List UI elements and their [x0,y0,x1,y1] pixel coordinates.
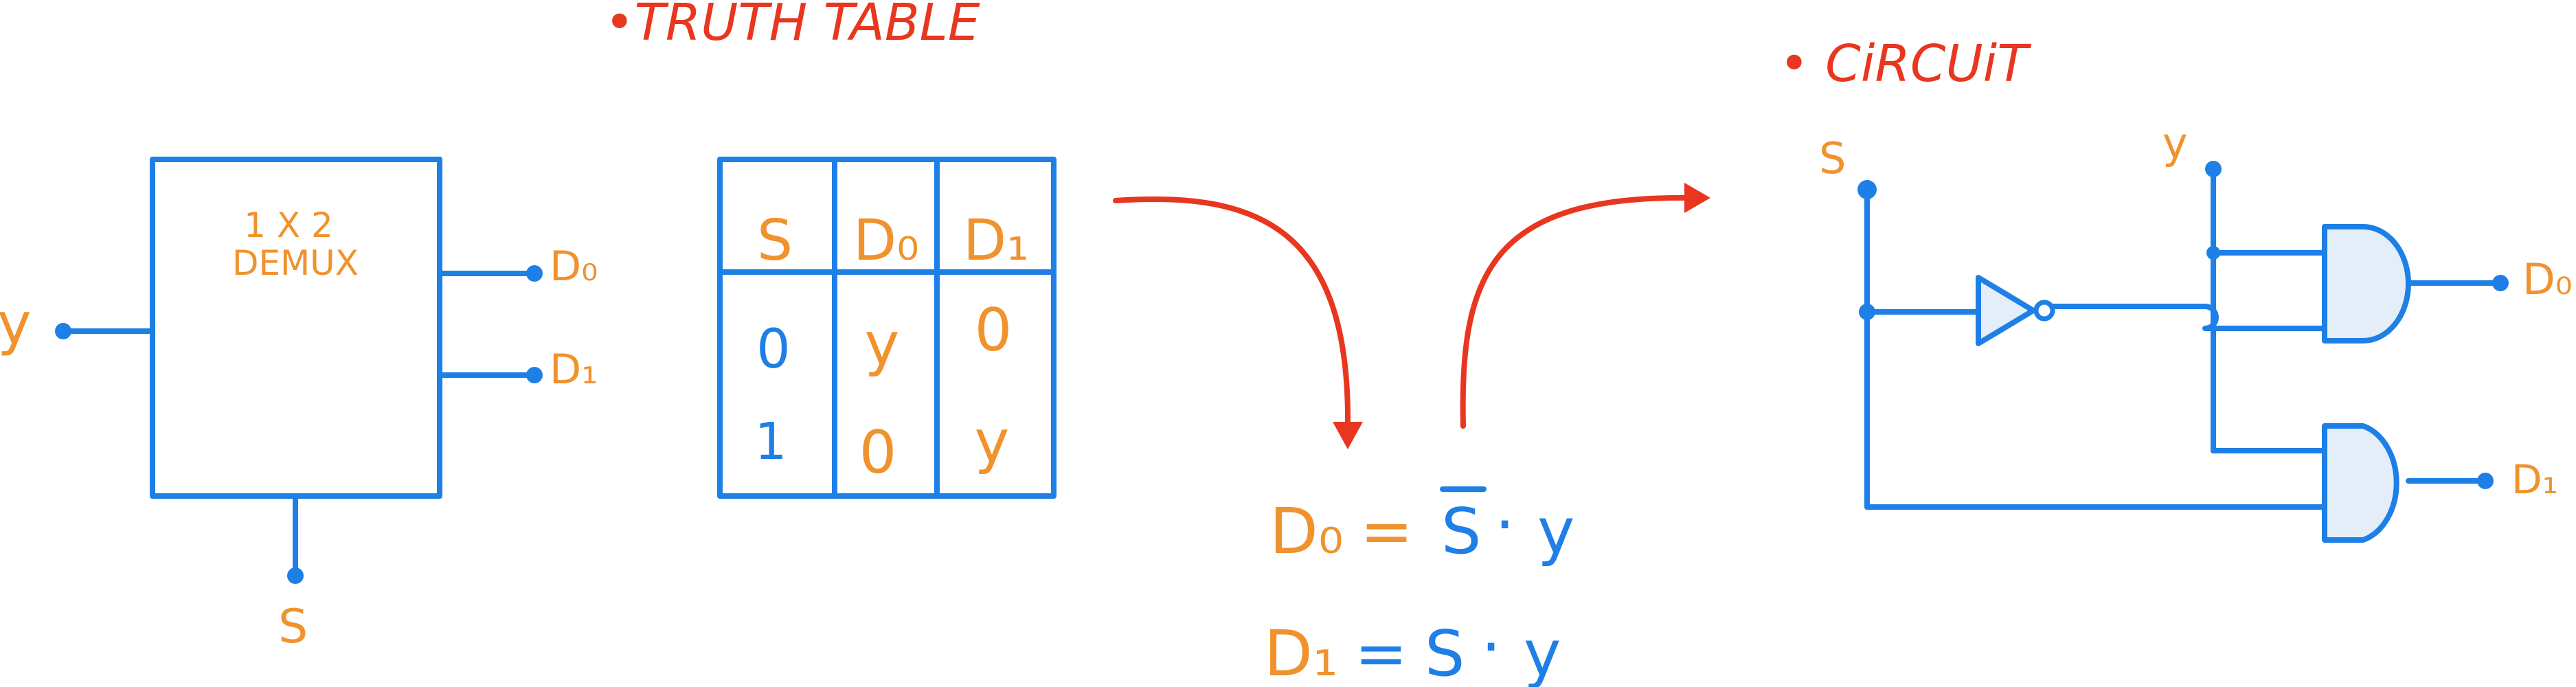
demux-output0-dot [526,265,543,282]
circuit-output1-dot [2477,473,2494,489]
truth-table-header-d1: D₁ [963,208,1029,273]
truth-table-header-d0: D₀ [853,208,919,273]
eq-d0-equals: = [1360,495,1413,568]
circuit-title: • CiRCUiT [1779,34,2032,93]
eq-d0-y: y [1537,495,1574,568]
truth-table-header-s: S [757,208,793,273]
circuit-select-label: S [1819,133,1846,183]
circuit-input-label: y [2162,118,2188,168]
truth-table-cell: 0 [756,319,791,381]
eq-d1-lhs: D₁ [1264,617,1338,687]
arrow-table-to-equations [1113,196,1351,429]
demux-output1-dot [526,367,543,383]
equations: D₀ = S · y D₁ = S · y [1264,486,1574,687]
eq-d0-s: S [1441,495,1481,568]
circuit-input-terminal [2205,161,2222,177]
circuit: S y D₀ D₁ [1819,118,2573,543]
truth-table-title: •TRUTH TABLE [605,0,980,52]
flow-arrows [1113,183,1710,449]
truth-table-cell: y [865,310,900,379]
truth-table-cell: 1 [754,412,787,471]
demux-output1-label: D₁ [550,346,598,394]
eq-d1-y: y [1524,617,1561,687]
demux-select-label: S [278,600,308,654]
arrowhead-right [1684,183,1710,213]
eq-d1-s: S [1425,617,1465,687]
truth-table-cell: 0 [975,296,1013,365]
demux-input-dot [55,323,71,339]
truth-table-cell: 0 [859,418,897,487]
demux-label-size: 1 X 2 [244,205,333,245]
not-gate-bubble [2033,300,2055,322]
truth-table: S D₀ D₁ 0 y 0 1 0 y [717,157,1057,499]
circuit-select-terminal [1857,180,1877,199]
demux-select-dot [287,567,304,584]
demux-output0-label: D₀ [550,243,598,291]
eq-d1-dot: · [1481,610,1501,684]
truth-table-border [717,157,1057,499]
eq-d0-dot: · [1495,488,1515,561]
eq-d1-equals: = [1355,617,1408,687]
not-gate [1976,275,2036,346]
eq-d0-lhs: D₀ [1269,495,1344,568]
arrowhead-down [1333,422,1363,449]
circuit-output0-label: D₀ [2522,254,2573,304]
and-gate-d0 [2322,224,2411,344]
circuit-output1-label: D₁ [2511,456,2558,503]
circuit-output0-dot [2492,275,2509,291]
and-gate-d1 [2322,423,2399,543]
demux-input-label: y [0,290,32,357]
demux-block: 1 X 2 DEMUX y D₀ D₁ S [0,157,598,654]
truth-table-cell: y [975,407,1010,476]
demux-label-name: DEMUX [232,243,359,283]
arrow-equations-to-circuit [1460,194,1691,429]
circuit-not-to-and0 [2050,304,2327,331]
